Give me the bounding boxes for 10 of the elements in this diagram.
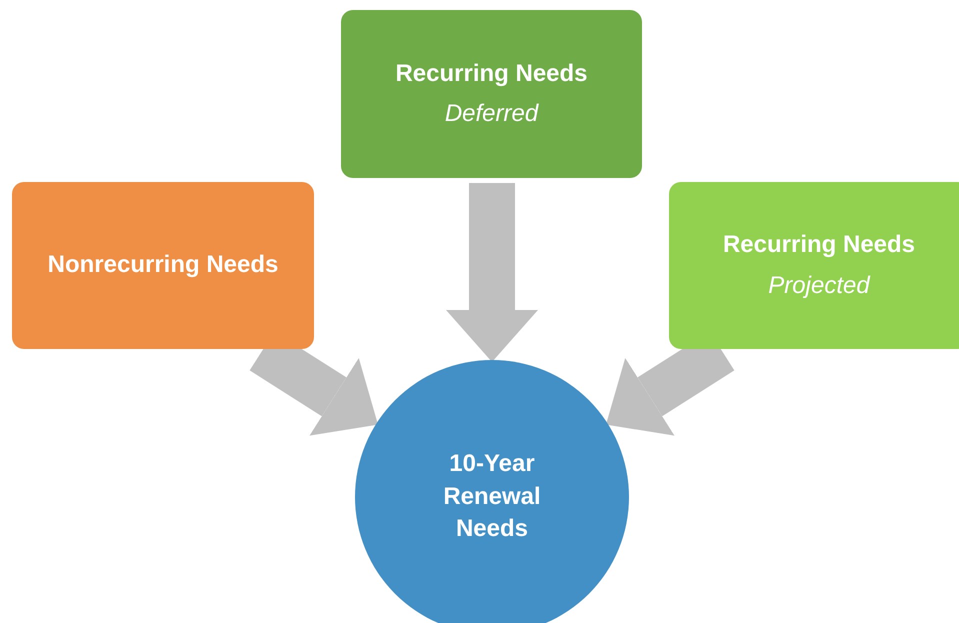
node-title: Recurring Needs [394,58,589,89]
node-subtitle: Projected [767,270,872,300]
block-arrow [446,183,538,362]
node-title: 10-Year Renewal Needs [442,449,542,544]
rounded-box [341,10,642,178]
rounded-box [669,182,959,349]
node-title: Recurring Needs [722,230,916,260]
rounded-box [12,182,314,349]
node-subtitle: Deferred [444,99,540,129]
node-title: Nonrecurring Needs [46,250,280,280]
